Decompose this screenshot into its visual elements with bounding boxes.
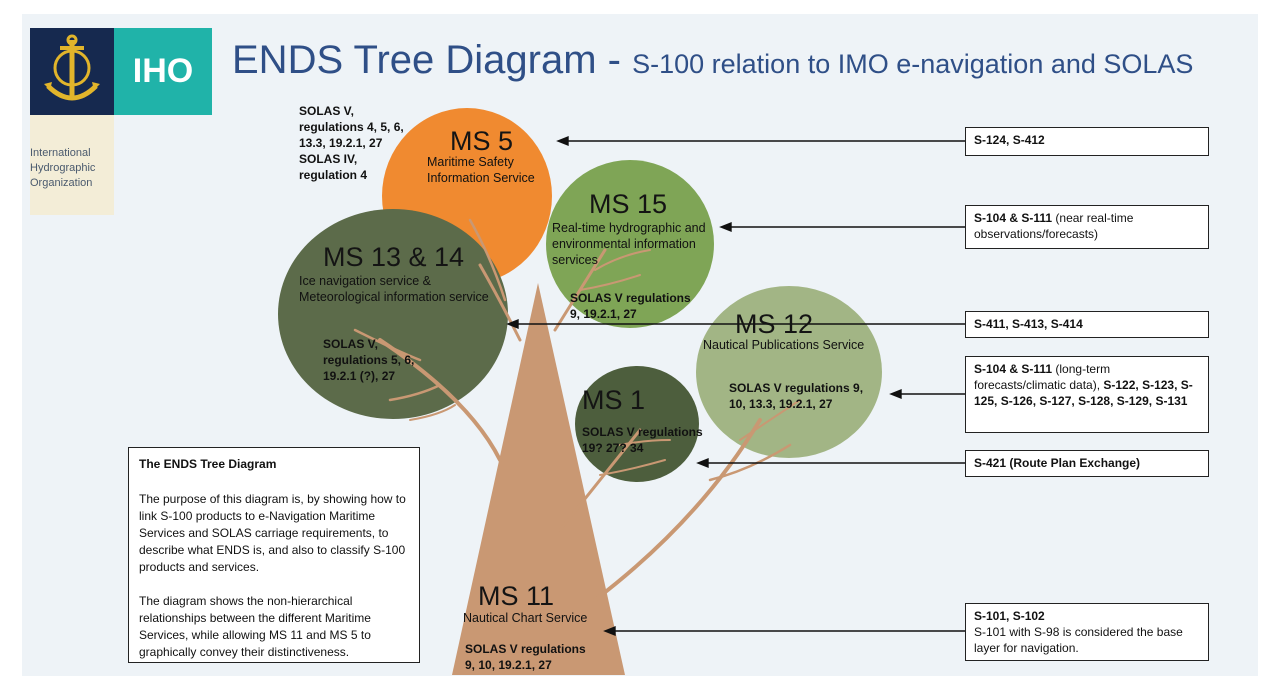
solas-line: SOLAS V regulations: [465, 642, 586, 656]
service-line: Meteorological information service: [299, 290, 489, 304]
solas-line: SOLAS V regulations: [582, 425, 703, 439]
title-main: ENDS Tree Diagram: [232, 38, 597, 82]
solas-line: SOLAS V regulations 9,: [729, 381, 864, 395]
tree-branches: [353, 218, 801, 602]
org-line: Hydrographic: [30, 162, 96, 174]
organization-name: International Hydrographic Organization: [30, 146, 150, 191]
service-line: Nautical Publications Service: [703, 338, 865, 352]
service-line: Ice navigation service &: [299, 274, 432, 288]
service-line: services: [552, 253, 598, 267]
product-codes: S-421 (Route Plan Exchange): [974, 456, 1141, 470]
product-box-ms15: S-104 & S-111 (near real-time observatio…: [965, 205, 1209, 249]
product-note: (long-term forecasts/climatic data),: [974, 362, 1111, 392]
description-paragraph: The diagram shows the non-hierarchical r…: [139, 594, 371, 659]
product-box-ms13-14: S-104 & S-111 (long-term forecasts/clima…: [965, 356, 1209, 433]
solas-line: 19.2.1 (?), 27: [323, 369, 396, 383]
description-heading: The ENDS Tree Diagram: [139, 457, 277, 471]
product-codes: S-124, S-412: [974, 133, 1045, 147]
ms11-label: MS 11: [478, 581, 555, 611]
solas-line: SOLAS IV,: [299, 152, 358, 166]
product-codes: S-104 & S-111: [974, 211, 1053, 225]
solas-line: regulations 4, 5, 6,: [299, 120, 404, 134]
solas-line: regulation 4: [299, 168, 368, 182]
ms13-14-circle: [278, 209, 508, 419]
solas-line: regulations 5, 6,: [323, 353, 415, 367]
tree-trunk: [452, 283, 625, 675]
ms1-label: MS 1: [582, 385, 646, 415]
product-box-ms5: S-124, S-412: [965, 127, 1209, 156]
service-line: Nautical Chart Service: [463, 611, 588, 625]
connector-arrows: [506, 135, 965, 637]
solas-line: SOLAS V regulations: [570, 291, 691, 305]
diagram-description-box: The ENDS Tree Diagram The purpose of thi…: [128, 447, 420, 663]
solas-line: 19? 27? 34: [582, 441, 644, 455]
ms11-service: Nautical Chart Service: [463, 610, 587, 626]
solas-line: SOLAS V,: [299, 104, 354, 118]
logo-panel: [30, 115, 114, 215]
ms1-solas: SOLAS V regulations 19? 27? 34: [582, 424, 703, 456]
solas-line: 9, 10, 19.2.1, 27: [465, 658, 552, 672]
title-subtitle: S-100 relation to IMO e-navigation and S…: [632, 49, 1194, 79]
service-line: environmental information: [552, 237, 696, 251]
ms12-service: Nautical Publications Service: [703, 337, 864, 353]
ms15-circle: [546, 160, 714, 328]
org-line: International: [30, 147, 91, 159]
product-codes: S-101, S-102: [974, 609, 1045, 623]
product-note: S-101 with S-98 is considered the base l…: [974, 625, 1183, 655]
product-box-ms11: S-101, S-102 S-101 with S-98 is consider…: [965, 603, 1209, 661]
ms1-circle: [575, 366, 699, 482]
ms11-solas: SOLAS V regulations 9, 10, 19.2.1, 27: [465, 641, 586, 673]
title-separator: -: [596, 38, 633, 82]
ms5-service: Maritime Safety Information Service: [427, 154, 535, 186]
ms15-service: Real-time hydrographic and environmental…: [552, 220, 706, 268]
org-line: Organization: [30, 177, 93, 189]
description-paragraph: The purpose of this diagram is, by showi…: [139, 492, 406, 574]
product-note: (near real-time observations/forecasts): [974, 211, 1134, 241]
ms12-circle: [696, 286, 882, 458]
page-title: ENDS Tree Diagram - S-100 relation to IM…: [232, 38, 1193, 83]
product-box-ms12: S-411, S-413, S-414: [965, 311, 1209, 338]
solas-line: 9, 19.2.1, 27: [570, 307, 637, 321]
product-box-ms1: S-421 (Route Plan Exchange): [965, 450, 1209, 477]
solas-line: 13.3, 19.2.1, 27: [299, 136, 383, 150]
ms5-solas: SOLAS V, regulations 4, 5, 6, 13.3, 19.2…: [299, 103, 404, 183]
iho-emblem: [30, 28, 114, 115]
product-codes: S-122, S-123, S-125, S-126, S-127, S-128…: [974, 378, 1193, 408]
service-line: Maritime Safety: [427, 155, 514, 169]
ms5-label: MS 5: [450, 126, 514, 156]
service-line: Real-time hydrographic and: [552, 221, 706, 235]
product-codes: S-104 & S-111: [974, 362, 1053, 376]
ms13-14-solas: SOLAS V, regulations 5, 6, 19.2.1 (?), 2…: [323, 336, 414, 384]
anchor-emblem-icon: [44, 34, 100, 101]
ms13-14-service: Ice navigation service & Meteorological …: [299, 273, 489, 305]
ms15-label: MS 15: [589, 189, 668, 219]
iho-logo-text: IHO: [114, 28, 212, 115]
ms13-14-label: MS 13 & 14: [323, 242, 465, 272]
solas-line: 10, 13.3, 19.2.1, 27: [729, 397, 833, 411]
ms12-solas: SOLAS V regulations 9, 10, 13.3, 19.2.1,…: [729, 380, 863, 412]
service-line: Information Service: [427, 171, 535, 185]
ms15-solas: SOLAS V regulations 9, 19.2.1, 27: [570, 290, 691, 322]
ms12-label: MS 12: [735, 309, 814, 339]
product-codes: S-411, S-413, S-414: [974, 317, 1083, 331]
solas-line: SOLAS V,: [323, 337, 378, 351]
